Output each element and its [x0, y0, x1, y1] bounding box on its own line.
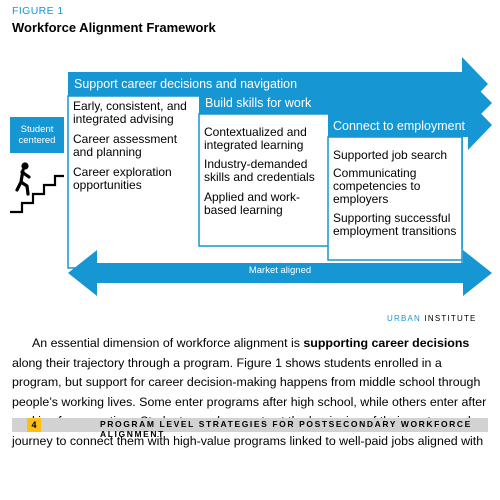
- tier-2-item: Applied and work-based learning: [204, 190, 301, 217]
- footer-bar: [12, 418, 488, 432]
- tier-3-item: Communicating competencies to employers: [333, 166, 421, 206]
- tier-3-title: Connect to employment: [333, 119, 466, 133]
- figure-title: Workforce Alignment Framework: [12, 20, 216, 35]
- tier-2-title: Build skills for work: [205, 96, 312, 110]
- tier-3-arrow: [328, 100, 492, 150]
- footer-title: PROGRAM LEVEL STRATEGIES FOR POSTSECONDA…: [100, 419, 472, 439]
- tier-1-title: Support career decisions and navigation: [74, 77, 298, 91]
- tier-3-box: [327, 136, 463, 261]
- body-paragraph: An essential dimension of workforce alig…: [12, 336, 488, 448]
- figure-label: FIGURE 1: [12, 5, 64, 17]
- tier-2-arrow: [199, 79, 492, 127]
- tier-1-arrow: [68, 57, 488, 111]
- tier-1-item: Career assessment and planning: [73, 132, 178, 159]
- tier-2-item: Industry-demanded skills and credentials: [204, 157, 315, 184]
- student-stairs-icon: [10, 162, 64, 214]
- tier-1-item: Career exploration opportunities: [73, 165, 172, 192]
- urban-institute-logo: URBAN INSTITUTE: [387, 314, 477, 323]
- tier-1-item: Early, consistent, and integrated advisi…: [73, 99, 187, 126]
- tier-3-item: Supported job search: [333, 148, 448, 162]
- market-aligned-label: Market aligned: [248, 265, 312, 276]
- student-centered-box: Student centered: [10, 117, 64, 153]
- tier-3-item: Supporting successful employment transit…: [333, 211, 457, 238]
- market-aligned-arrow: [68, 250, 492, 296]
- framework-diagram: [10, 57, 492, 296]
- tier-2-item: Contextualized and integrated learning: [204, 125, 307, 152]
- page-number: 4: [27, 418, 41, 432]
